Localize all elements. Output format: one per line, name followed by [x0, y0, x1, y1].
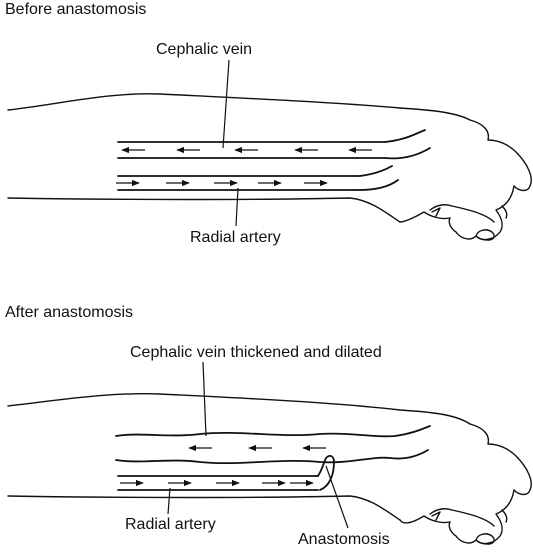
anastomosis-label: Anastomosis [298, 531, 390, 548]
after-forearm-upper-contour [7, 393, 471, 425]
anastomosis-junction [317, 455, 335, 491]
before-heading: Before anastomosis [5, 1, 147, 18]
after-artery-label: Radial artery [125, 516, 216, 533]
after-forearm-lower-contour [7, 495, 401, 521]
after-hand-outline [399, 423, 532, 545]
before-artery-leader [235, 187, 239, 227]
before-cephalic-vein [117, 129, 431, 160]
before-knuckle-crease [431, 205, 508, 219]
before-forearm-lower-contour [7, 197, 401, 223]
after-radial-artery [117, 455, 335, 491]
before-thumb [429, 204, 495, 241]
before-hand-outline [399, 119, 532, 241]
before-artery-label: Radial artery [190, 229, 281, 246]
after-vein-label: Cephalic vein thickened and dilated [130, 344, 382, 361]
after-thumb [429, 508, 495, 545]
after-artery-leader [167, 487, 171, 515]
after-knuckle-crease [431, 509, 508, 523]
before-forearm-upper-contour [7, 93, 471, 121]
before-forearm [7, 93, 532, 241]
before-vein-leader [222, 59, 230, 149]
after-forearm [7, 393, 532, 545]
anastomosis-leader [325, 465, 349, 529]
before-vein-label: Cephalic vein [156, 41, 253, 58]
after-vein-leader [202, 361, 207, 437]
before-radial-artery [116, 165, 399, 191]
after-heading: After anastomosis [5, 304, 134, 321]
after-cephalic-vein [115, 425, 431, 465]
